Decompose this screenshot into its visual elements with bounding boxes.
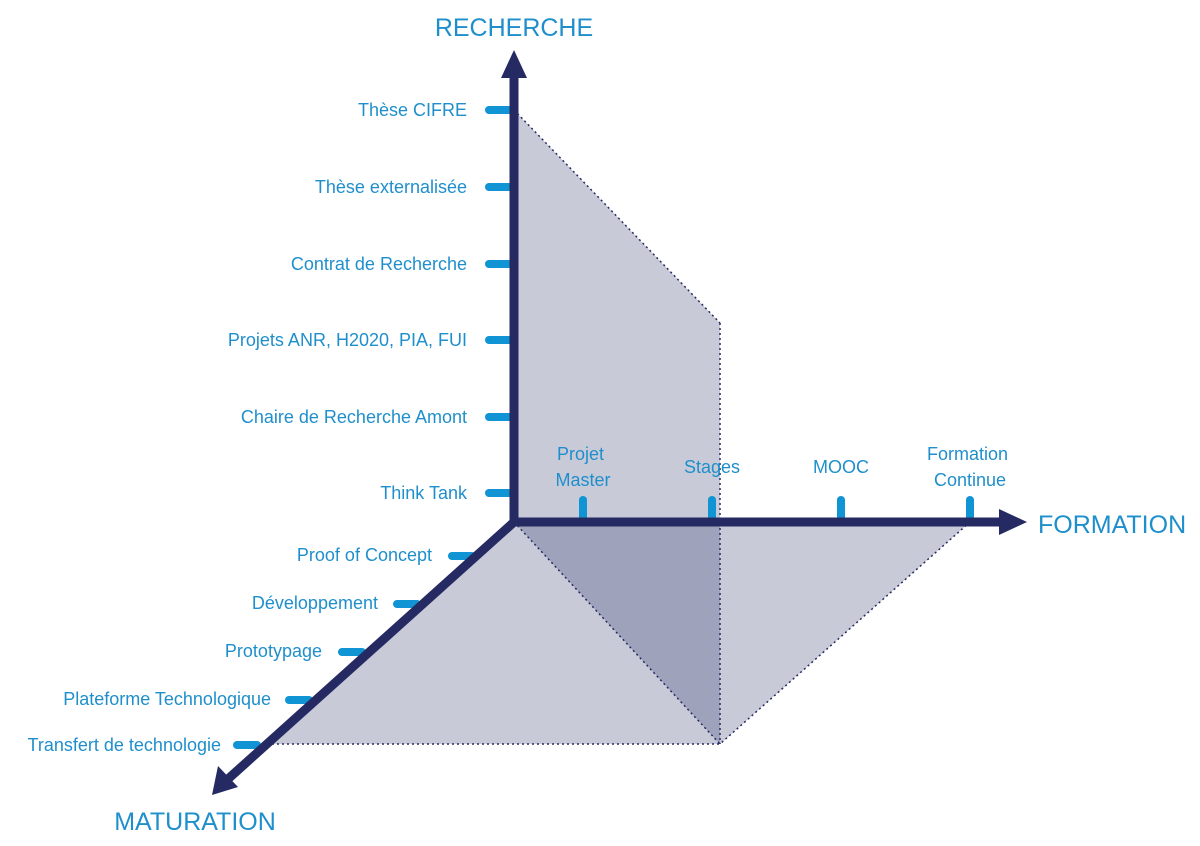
label-maturation-3: Prototypage: [225, 641, 322, 661]
label-recherche-5: Chaire de Recherche Amont: [241, 407, 467, 427]
recherche-labels: Thèse CIFRE Thèse externalisée Contrat d…: [228, 100, 468, 503]
dotted-edges: [262, 109, 971, 745]
label-maturation-2: Développement: [252, 593, 378, 613]
label-maturation-4: Plateforme Technologique: [63, 689, 271, 709]
axis-maturation: [221, 515, 521, 786]
arrowhead-maturation: [212, 766, 238, 795]
label-recherche-2: Thèse externalisée: [315, 177, 467, 197]
label-formation-2: Stages: [684, 457, 740, 477]
label-recherche-4: Projets ANR, H2020, PIA, FUI: [228, 330, 467, 350]
label-formation-3: MOOC: [813, 457, 869, 477]
label-recherche-1: Thèse CIFRE: [358, 100, 467, 120]
label-maturation-5: Transfert de technologie: [28, 735, 221, 755]
ticks: [233, 106, 974, 749]
label-recherche-6: Think Tank: [380, 483, 468, 503]
axis-titles: RECHERCHE FORMATION MATURATION: [114, 14, 1186, 836]
maturation-labels: Proof of Concept Développement Prototypa…: [28, 545, 432, 755]
label-maturation-1: Proof of Concept: [297, 545, 432, 565]
arrowhead-recherche: [501, 50, 527, 78]
label-recherche-3: Contrat de Recherche: [291, 254, 467, 274]
dotted-edge-research-diagonal: [513, 109, 721, 324]
axis-title-formation: FORMATION: [1038, 511, 1186, 539]
dotted-edge-formation-diagonal: [719, 521, 971, 745]
maturation-formation-plane: [262, 522, 720, 744]
label-formation-4: Formation Continue: [927, 444, 1013, 490]
formation-labels: Projet Master Stages MOOC Formation Cont…: [555, 444, 1013, 490]
arrowhead-formation: [999, 509, 1027, 535]
axis-title-recherche: RECHERCHE: [435, 14, 593, 42]
label-formation-1: Projet Master: [555, 444, 610, 490]
axes: [212, 50, 1027, 795]
axis-title-maturation: MATURATION: [114, 808, 276, 836]
dotted-edge-center-diagonal: [513, 521, 721, 745]
